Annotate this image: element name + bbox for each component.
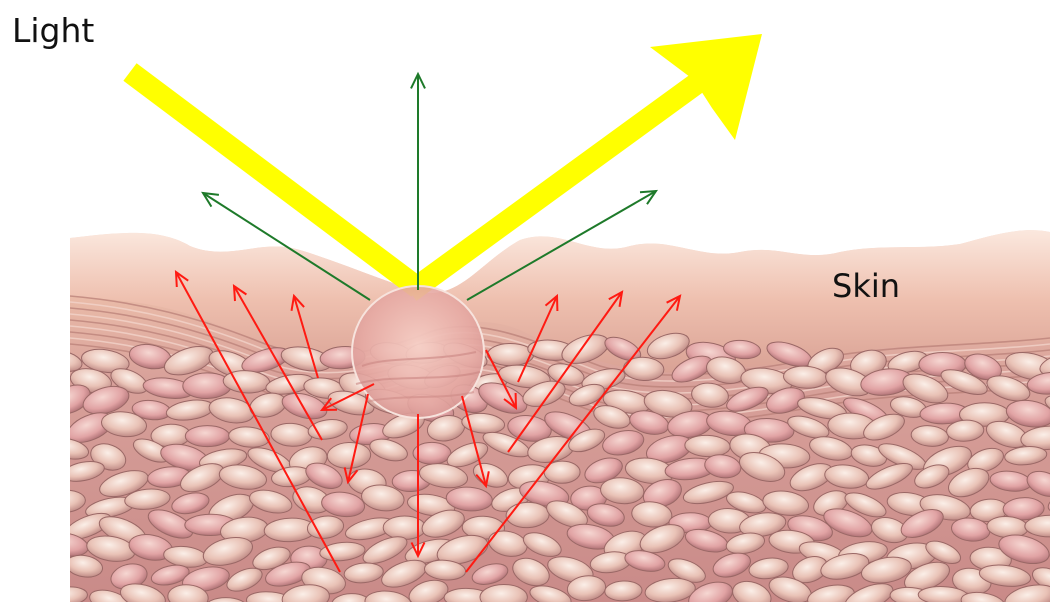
scattering-volume <box>352 286 484 418</box>
surface-scatter-arrow-up <box>411 74 425 290</box>
light-label: Light <box>12 14 94 47</box>
skin-label: Skin <box>832 270 900 302</box>
